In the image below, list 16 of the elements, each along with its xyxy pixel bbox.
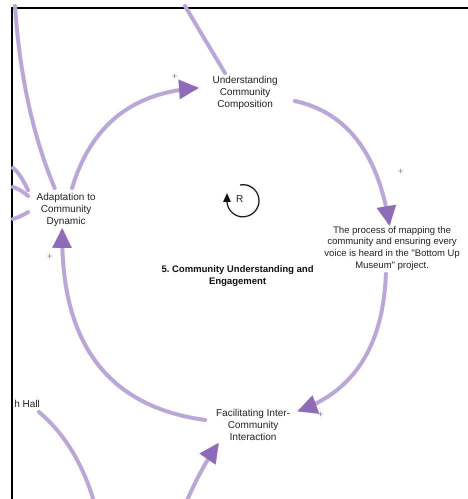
loop-title: 5. Community Understanding and Engagement [160,264,314,289]
node-label: Adaptation to Community Dynamic [36,192,96,228]
loop-type-label: R [236,194,244,205]
edge-label: + [47,252,52,261]
node-label: Facilitating Inter-Community Interaction [215,408,291,444]
arrow [52,228,207,422]
arrow [183,442,219,499]
edge-label: + [172,72,178,81]
node-label: h Hall [14,398,40,412]
arrow [297,272,388,413]
edge-label: + [398,167,404,176]
arrow [70,80,199,190]
arrow [293,99,396,226]
edge-label: + [318,410,324,419]
node-label: The process of mapping the community and ensuring every voice is heard in the "Bottom Up Museum" project. [323,224,461,272]
node-label: Understanding Community Composition [211,74,279,112]
